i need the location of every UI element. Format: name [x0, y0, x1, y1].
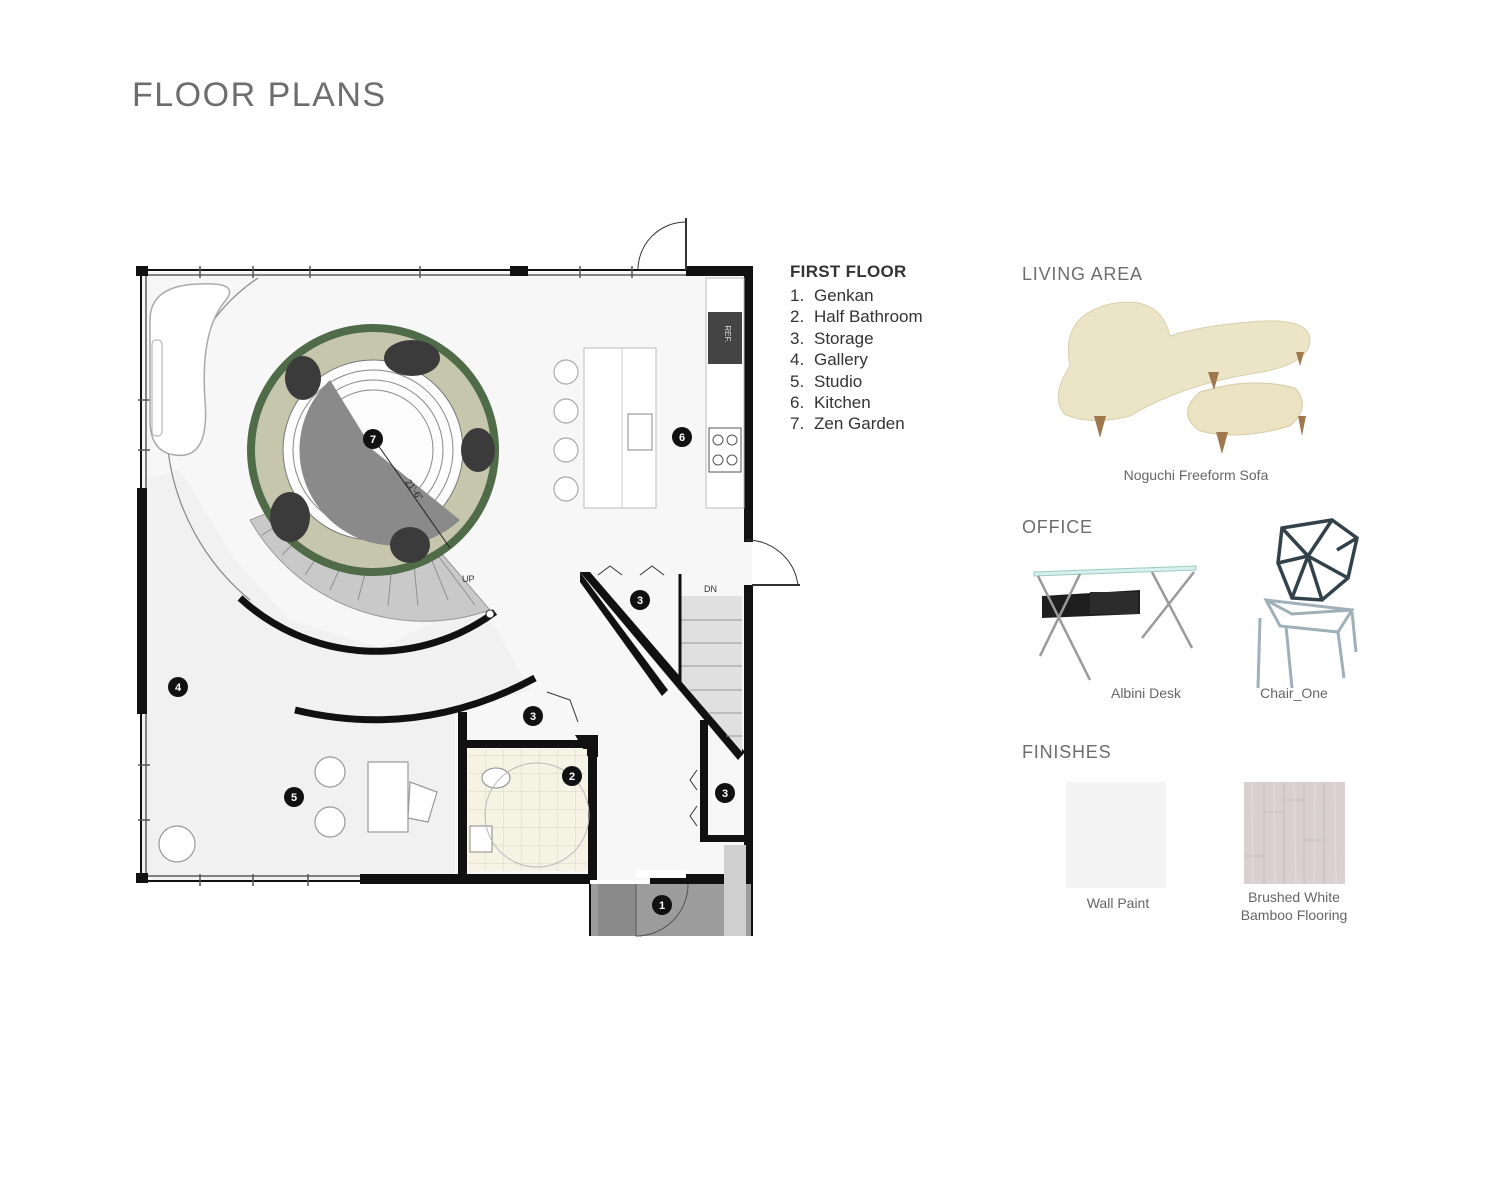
svg-text:5: 5 [291, 792, 297, 804]
room-marker-3a: 3 [630, 590, 650, 610]
genkan [589, 845, 753, 937]
svg-text:2: 2 [569, 771, 575, 783]
studio-furniture [158, 756, 438, 863]
top-door [637, 218, 687, 271]
legend-title: FIRST FLOOR [790, 262, 907, 281]
svg-text:1: 1 [659, 900, 665, 912]
office-title: OFFICE [1022, 517, 1093, 537]
wall-paint-swatch [1066, 782, 1166, 888]
svg-text:3: 3 [637, 595, 643, 607]
legend-item: 6.Kitchen [790, 393, 871, 413]
bamboo-flooring-caption: Brushed White Bamboo Flooring [1240, 889, 1348, 923]
solid-walls [136, 266, 753, 884]
room-marker-7: 7 [363, 429, 383, 449]
room-marker-6: 6 [672, 427, 692, 447]
chair-caption: Chair_One [1260, 685, 1328, 701]
finishes-title: FINISHES [1022, 742, 1112, 762]
room-marker-4: 4 [168, 677, 188, 697]
legend-item: 1.Genkan [790, 286, 874, 305]
desk-caption: Albini Desk [1110, 685, 1182, 701]
svg-text:3: 3 [530, 711, 536, 723]
room-marker-3c: 3 [715, 783, 735, 803]
side-door [745, 539, 800, 586]
living-sofa-plan [149, 283, 231, 457]
stairs-up-label: UP [462, 574, 475, 584]
fridge-label: REF. [723, 325, 732, 342]
svg-text:4: 4 [175, 682, 182, 694]
room-marker-5: 5 [284, 787, 304, 807]
albini-desk-image [1033, 565, 1197, 681]
stairs-down-label: DN [704, 584, 717, 594]
svg-text:3: 3 [722, 788, 728, 800]
svg-text:6: 6 [679, 432, 685, 444]
room-markers: 1 2 3 3 3 4 5 6 7 [168, 427, 735, 915]
room-marker-2: 2 [562, 766, 582, 786]
sofa-caption: Noguchi Freeform Sofa [1123, 467, 1269, 483]
freeform-sofa-image [1057, 301, 1311, 454]
chair-one-image [1256, 518, 1359, 689]
window-ticks [138, 266, 633, 886]
legend-item: 5.Studio [790, 371, 863, 391]
legend-item: 3.Storage [790, 328, 874, 348]
storage-doors [546, 565, 698, 827]
floor-legend: FIRST FLOOR 1.Genkan 2.Half Bathroom 3.S… [790, 262, 923, 435]
bamboo-flooring-swatch [1244, 782, 1345, 884]
page-title: FLOOR PLANS [132, 76, 387, 114]
straight-stairs: DN [678, 574, 742, 752]
living-area-title: LIVING AREA [1022, 264, 1143, 284]
kitchen: REF. [553, 277, 745, 509]
wall-paint-caption: Wall Paint [1086, 895, 1150, 911]
zen-garden: 21'-6" [247, 324, 499, 576]
room-marker-1: 1 [652, 895, 672, 915]
legend-item: 4.Gallery [790, 350, 868, 370]
room-marker-3b: 3 [523, 706, 543, 726]
svg-text:7: 7 [370, 434, 376, 446]
legend-item: 7.Zen Garden [790, 414, 905, 434]
legend-item: 2.Half Bathroom [790, 307, 923, 327]
